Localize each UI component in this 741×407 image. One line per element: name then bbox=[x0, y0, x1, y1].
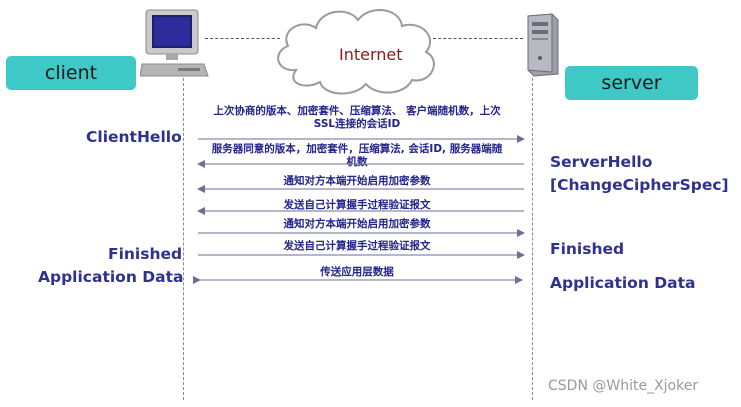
message-1-line1: 上次协商的版本、加密套件、压缩算法、 客户端随机数，上次 bbox=[213, 105, 501, 117]
client-application-data-label: Application Data bbox=[38, 268, 184, 286]
client-lifeline bbox=[183, 78, 184, 400]
message-2-line1: 服务器同意的版本，加密套件，压缩算法, 会话ID, 服务器端随 bbox=[211, 143, 503, 155]
client-finished-label: Finished bbox=[108, 245, 183, 263]
desktop-computer-icon bbox=[139, 8, 210, 80]
message-5-text: 通知对方本端开始启用加密参数 bbox=[283, 218, 431, 230]
message-4-text: 发送自己计算握手过程验证报文 bbox=[283, 199, 431, 211]
client-cloud-link bbox=[205, 38, 280, 39]
client-hello-label: ClientHello bbox=[86, 128, 182, 146]
server-hello-label: ServerHello bbox=[550, 153, 653, 171]
cloud-icon bbox=[266, 0, 446, 100]
watermark: CSDN @White_Xjoker bbox=[548, 378, 699, 394]
message-1-line2: SSL连接的会话ID bbox=[313, 118, 401, 130]
cloud-label: Internet bbox=[339, 45, 403, 64]
message-3-text: 通知对方本端开始启用加密参数 bbox=[283, 175, 431, 187]
message-6-text: 发送自己计算握手过程验证报文 bbox=[283, 240, 431, 252]
message-2-text: 服务器同意的版本，加密套件，压缩算法, 会话ID, 服务器端随 机数 bbox=[192, 143, 522, 169]
client-tag: client bbox=[6, 56, 136, 90]
server-tag: server bbox=[565, 66, 698, 100]
message-1-text: 上次协商的版本、加密套件、压缩算法、 客户端随机数，上次 SSL连接的会话ID bbox=[192, 105, 522, 131]
server-finished-label: Finished bbox=[550, 240, 625, 258]
change-cipher-spec-label: [ChangeCipherSpec] bbox=[550, 176, 729, 194]
message-2-line2: 机数 bbox=[346, 156, 368, 168]
server-lifeline bbox=[532, 78, 533, 400]
server-tower-icon bbox=[522, 12, 562, 78]
cloud-server-link bbox=[433, 38, 523, 39]
message-7-text: 传送应用层数据 bbox=[320, 266, 394, 278]
server-application-data-label: Application Data bbox=[550, 274, 696, 292]
